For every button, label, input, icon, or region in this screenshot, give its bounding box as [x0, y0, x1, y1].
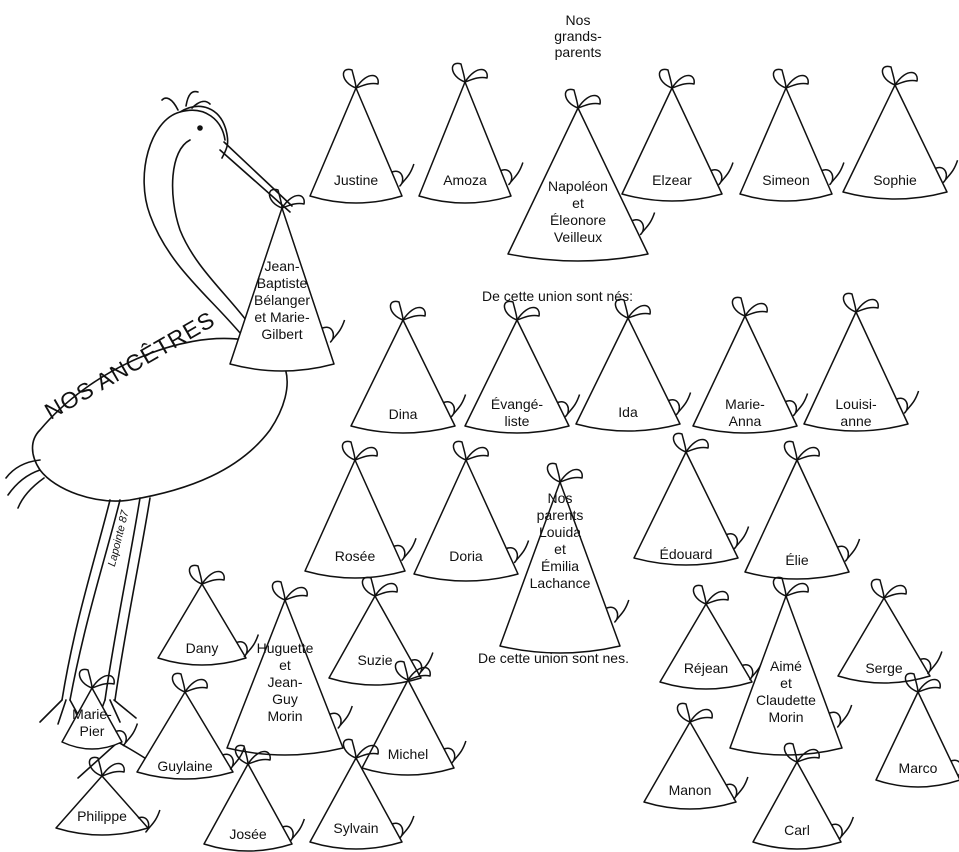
hat-dina: [350, 300, 467, 434]
hat-marie-pier: [61, 668, 139, 750]
hat-label-josee: Josée: [229, 826, 267, 842]
hat-serge: [837, 578, 943, 684]
hat-amoza: [418, 62, 524, 204]
hat-label-michel: Michel: [387, 746, 429, 762]
hat-label-justine: Justine: [333, 172, 379, 188]
hat-doria: [413, 440, 530, 582]
hat-sophie: [842, 65, 959, 200]
hat-label-carl: Carl: [784, 822, 810, 838]
hat-label-marie-pier: Marie- Pier: [72, 706, 112, 739]
hat-label-napoleon: Napoléon et Éleonore Veilleux: [548, 178, 608, 245]
hat-parents: [499, 462, 630, 654]
hat-huguette: [226, 580, 353, 756]
hat-label-rosee: Rosée: [334, 548, 376, 564]
hat-rosee: [304, 440, 417, 579]
stork-body: [31, 337, 288, 502]
hat-label-edouard: Édouard: [659, 546, 713, 562]
hat-elzear: [621, 68, 734, 202]
hat-guylaine: [136, 672, 246, 780]
union-text-2: De cette union sont nes.: [478, 650, 629, 666]
hat-label-philippe: Philippe: [77, 808, 127, 824]
hat-label-guylaine: Guylaine: [157, 758, 213, 774]
hat-label-suzie: Suzie: [357, 652, 393, 668]
hat-label-dany: Dany: [185, 640, 219, 656]
hat-philippe: [55, 756, 161, 836]
hat-dany: [157, 564, 260, 666]
hat-napoleon: [507, 88, 656, 262]
hat-suzie: [328, 576, 434, 686]
hat-label-elie: Élie: [785, 552, 809, 568]
hat-elie: [744, 440, 861, 580]
hat-label-jean-baptiste: Jean- Baptiste Bélanger et Marie- Gilber…: [253, 258, 311, 342]
hat-label-sophie: Sophie: [873, 172, 917, 188]
grandparents-heading: Nos grands- parents: [554, 12, 602, 60]
hat-label-evangeliste: Évangé- liste: [490, 396, 544, 429]
hat-label-rejean: Réjean: [683, 660, 729, 676]
hat-simeon: [739, 68, 845, 202]
hat-label-dina: Dina: [388, 406, 418, 422]
hat-label-marco: Marco: [898, 760, 938, 776]
hat-label-elzear: Elzear: [652, 172, 692, 188]
hat-label-serge: Serge: [865, 660, 903, 676]
hat-label-manon: Manon: [668, 782, 712, 798]
hat-label-ida: Ida: [618, 404, 638, 420]
hat-edouard: [633, 432, 750, 566]
hat-jean-baptiste: [229, 188, 346, 372]
stork-beak: [219, 141, 293, 213]
hat-ida: [575, 298, 692, 432]
hat-marco: [875, 672, 959, 788]
hat-label-huguette: Huguette et Jean- Guy Morin: [256, 640, 314, 724]
hat-marie-anna: [692, 296, 809, 434]
hat-label-doria: Doria: [449, 548, 483, 564]
hat-sylvain: [309, 738, 415, 850]
stork-eye: [197, 125, 203, 131]
hat-label-parents: Nos parents Louida et Émilia Lachance: [529, 490, 591, 591]
hat-label-sylvain: Sylvain: [333, 820, 379, 836]
union-text-1: De cette union sont nés:: [482, 288, 633, 304]
hat-evangeliste: [464, 300, 581, 434]
stork-leg-left: [61, 499, 121, 701]
stork-leg-right: [104, 497, 151, 701]
hat-label-simeon: Simeon: [762, 172, 810, 188]
hat-aime: [729, 576, 853, 756]
hat-manon: [643, 702, 749, 810]
hat-carl: [752, 742, 855, 850]
stork-head: [179, 105, 229, 159]
hat-label-louisianne: Louisi- anne: [835, 396, 877, 429]
hat-louisianne: [803, 292, 920, 432]
hat-label-marie-anna: Marie- Anna: [725, 396, 765, 429]
hat-josee: [203, 744, 306, 852]
hat-label-aime: Aimé et Claudette Morin: [756, 658, 816, 725]
hat-justine: [309, 68, 415, 204]
hat-michel: [361, 660, 467, 776]
stork-neck: [143, 109, 251, 346]
hat-label-amoza: Amoza: [443, 172, 487, 188]
